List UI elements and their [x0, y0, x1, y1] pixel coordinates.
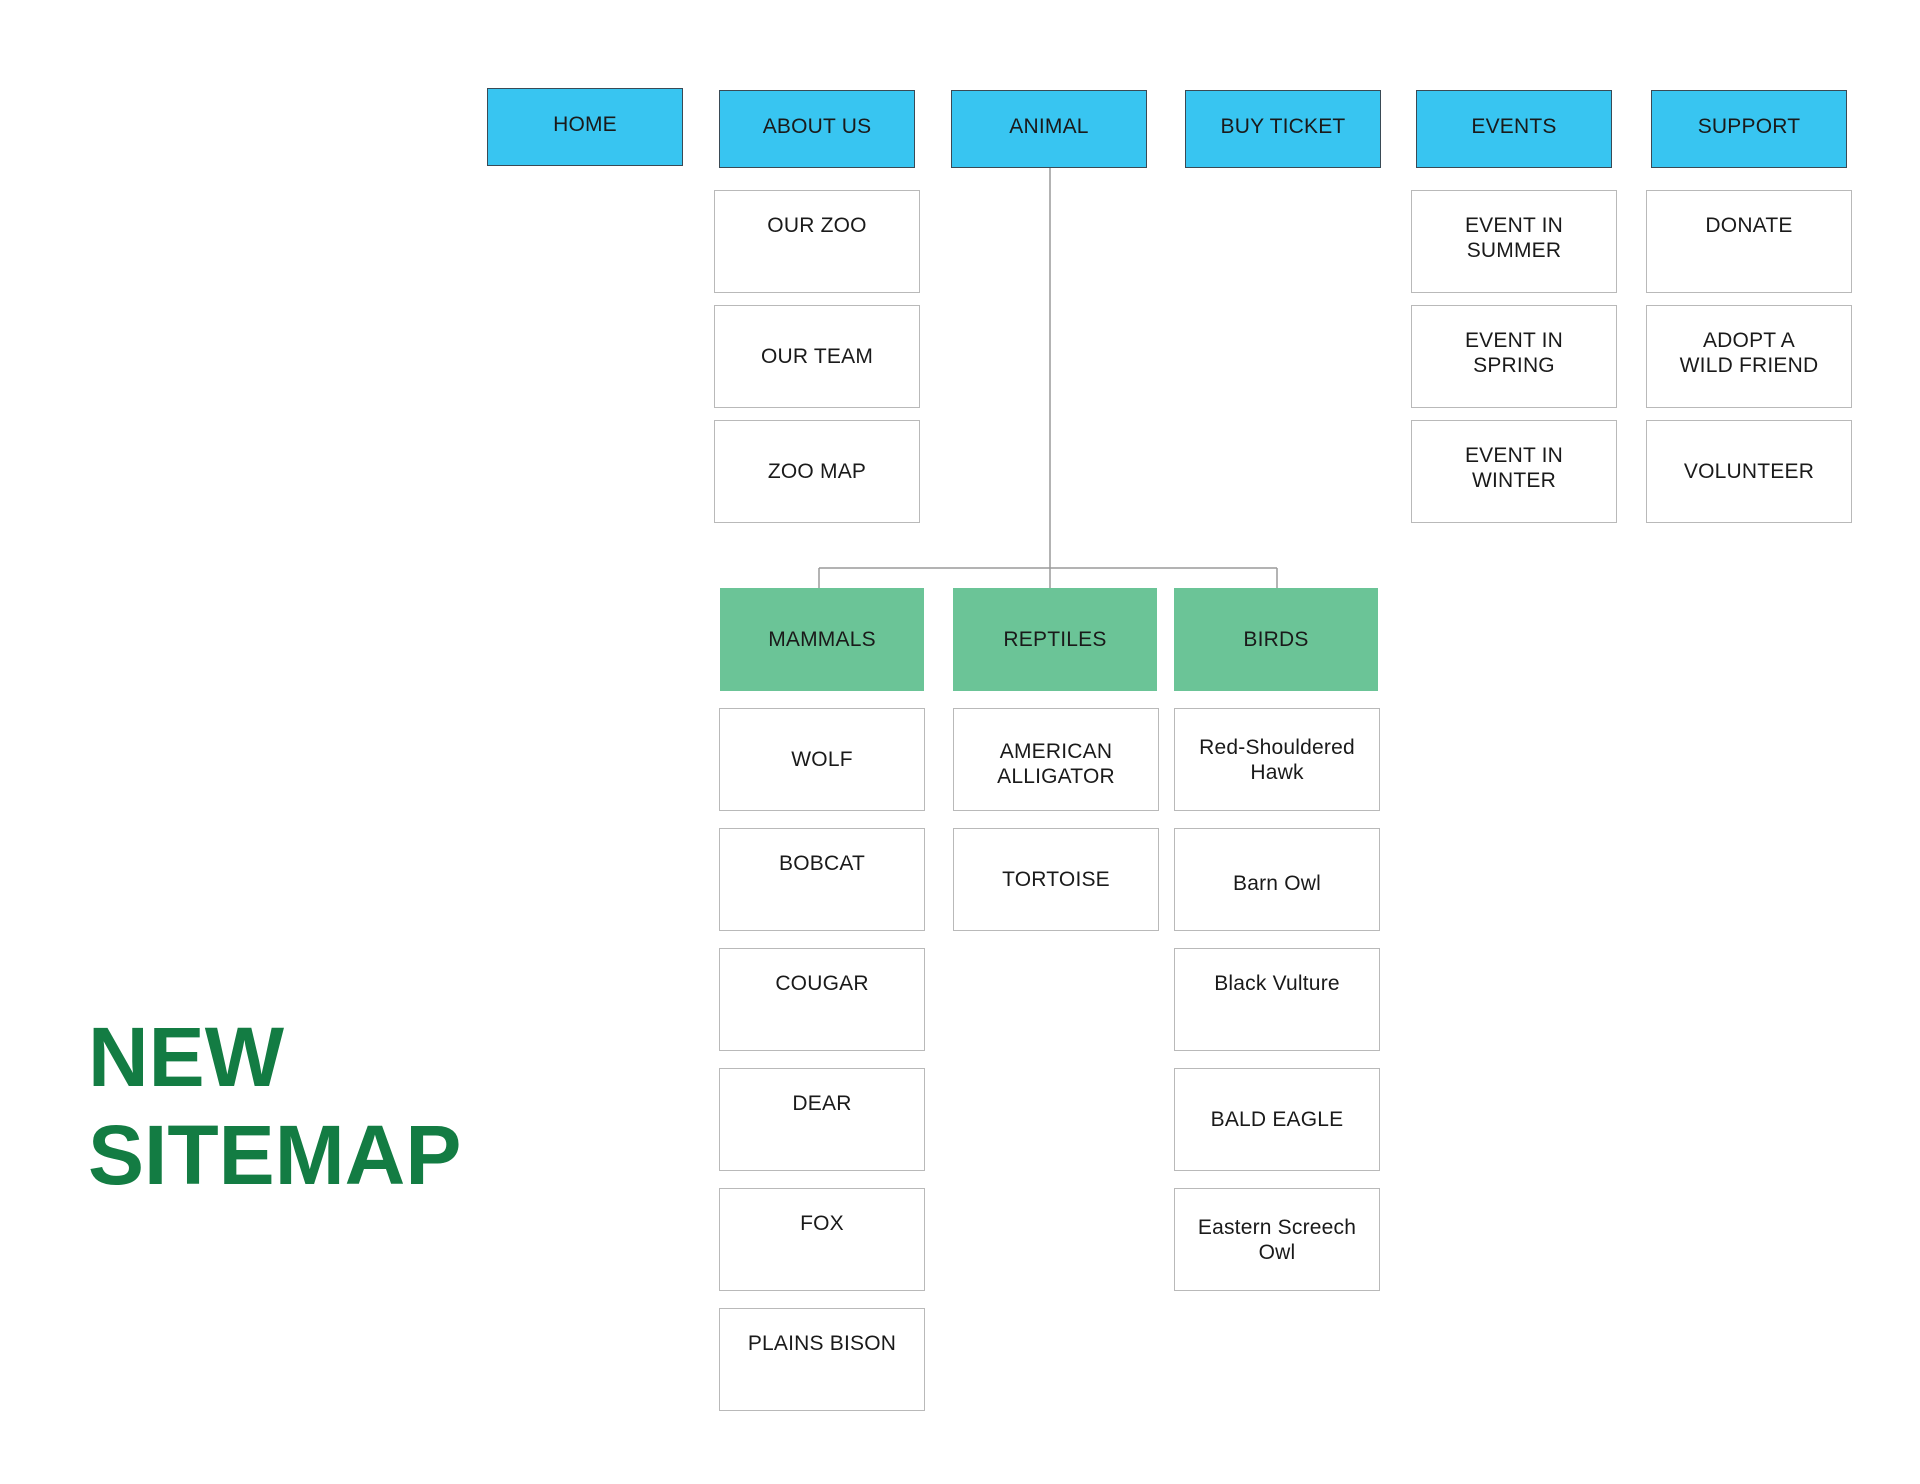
bird-item-label: Eastern Screech Owl [1197, 1215, 1357, 1264]
events-item-label: EVENT IN WINTER [1464, 444, 1564, 492]
category-mammals[interactable]: MAMMALS [720, 588, 924, 691]
about-item-label: OUR TEAM [760, 345, 874, 368]
about-item-our-team[interactable]: OUR TEAM [714, 305, 920, 408]
support-item-label: ADOPT A WILD FRIEND [1679, 329, 1819, 377]
category-birds[interactable]: BIRDS [1174, 588, 1378, 691]
support-item-volunteer[interactable]: VOLUNTEER [1646, 420, 1852, 523]
nav-animal-label: ANIMAL [1009, 114, 1089, 138]
nav-events-label: EVENTS [1471, 114, 1557, 138]
mammal-item-label: BOBCAT [779, 852, 865, 875]
reptile-item-label: AMERICAN ALLIGATOR [997, 739, 1115, 788]
nav-events[interactable]: EVENTS [1416, 90, 1612, 168]
support-item-label: DONATE [1705, 214, 1793, 237]
mammal-item-bobcat[interactable]: BOBCAT [719, 828, 925, 931]
bird-item-bald-eagle[interactable]: BALD EAGLE [1174, 1068, 1380, 1171]
mammal-item-label: COUGAR [775, 972, 869, 995]
nav-support[interactable]: SUPPORT [1651, 90, 1847, 168]
category-birds-label: BIRDS [1243, 628, 1309, 651]
bird-item-label: Black Vulture [1214, 972, 1340, 995]
bird-item-barn-owl[interactable]: Barn Owl [1174, 828, 1380, 931]
events-item-spring[interactable]: EVENT IN SPRING [1411, 305, 1617, 408]
reptile-item-tortoise[interactable]: TORTOISE [953, 828, 1159, 931]
bird-item-black-vulture[interactable]: Black Vulture [1174, 948, 1380, 1051]
mammal-item-dear[interactable]: DEAR [719, 1068, 925, 1171]
bird-item-eastern-screech-owl[interactable]: Eastern Screech Owl [1174, 1188, 1380, 1291]
sitemap-title: NEW SITEMAP [88, 1008, 461, 1204]
category-reptiles[interactable]: REPTILES [953, 588, 1157, 691]
events-item-label: EVENT IN SPRING [1464, 329, 1564, 377]
nav-animal[interactable]: ANIMAL [951, 90, 1147, 168]
nav-home-label: HOME [553, 112, 617, 136]
nav-home[interactable]: HOME [487, 88, 683, 166]
bird-item-red-shouldered-hawk[interactable]: Red-Shouldered Hawk [1174, 708, 1380, 811]
events-item-winter[interactable]: EVENT IN WINTER [1411, 420, 1617, 523]
about-item-label: ZOO MAP [767, 460, 867, 483]
mammal-item-label: DEAR [792, 1092, 852, 1115]
bird-item-label: Barn Owl [1233, 872, 1321, 895]
reptile-item-american-alligator[interactable]: AMERICAN ALLIGATOR [953, 708, 1159, 811]
bird-item-label: BALD EAGLE [1210, 1108, 1344, 1131]
nav-about-us[interactable]: ABOUT US [719, 90, 915, 168]
about-item-our-zoo[interactable]: OUR ZOO [714, 190, 920, 293]
events-item-label: EVENT IN SUMMER [1464, 214, 1564, 262]
reptile-item-label: TORTOISE [1002, 868, 1110, 891]
mammal-item-label: FOX [800, 1212, 844, 1235]
mammal-item-fox[interactable]: FOX [719, 1188, 925, 1291]
nav-about-us-label: ABOUT US [762, 114, 872, 138]
nav-support-label: SUPPORT [1697, 114, 1801, 138]
mammal-item-cougar[interactable]: COUGAR [719, 948, 925, 1051]
about-item-label: OUR ZOO [767, 214, 867, 237]
mammal-item-wolf[interactable]: WOLF [719, 708, 925, 811]
title-line-1: NEW [88, 1010, 284, 1104]
about-item-zoo-map[interactable]: ZOO MAP [714, 420, 920, 523]
support-item-label: VOLUNTEER [1683, 460, 1815, 483]
nav-buy-ticket[interactable]: BUY TICKET [1185, 90, 1381, 168]
support-item-adopt[interactable]: ADOPT A WILD FRIEND [1646, 305, 1852, 408]
support-item-donate[interactable]: DONATE [1646, 190, 1852, 293]
category-reptiles-label: REPTILES [1003, 628, 1107, 651]
mammal-item-plains-bison[interactable]: PLAINS BISON [719, 1308, 925, 1411]
events-item-summer[interactable]: EVENT IN SUMMER [1411, 190, 1617, 293]
bird-item-label: Red-Shouldered Hawk [1199, 735, 1355, 784]
category-mammals-label: MAMMALS [768, 628, 876, 651]
nav-buy-ticket-label: BUY TICKET [1220, 114, 1346, 138]
title-line-2: SITEMAP [88, 1108, 462, 1202]
mammal-item-label: WOLF [791, 748, 853, 771]
mammal-item-label: PLAINS BISON [747, 1332, 897, 1355]
